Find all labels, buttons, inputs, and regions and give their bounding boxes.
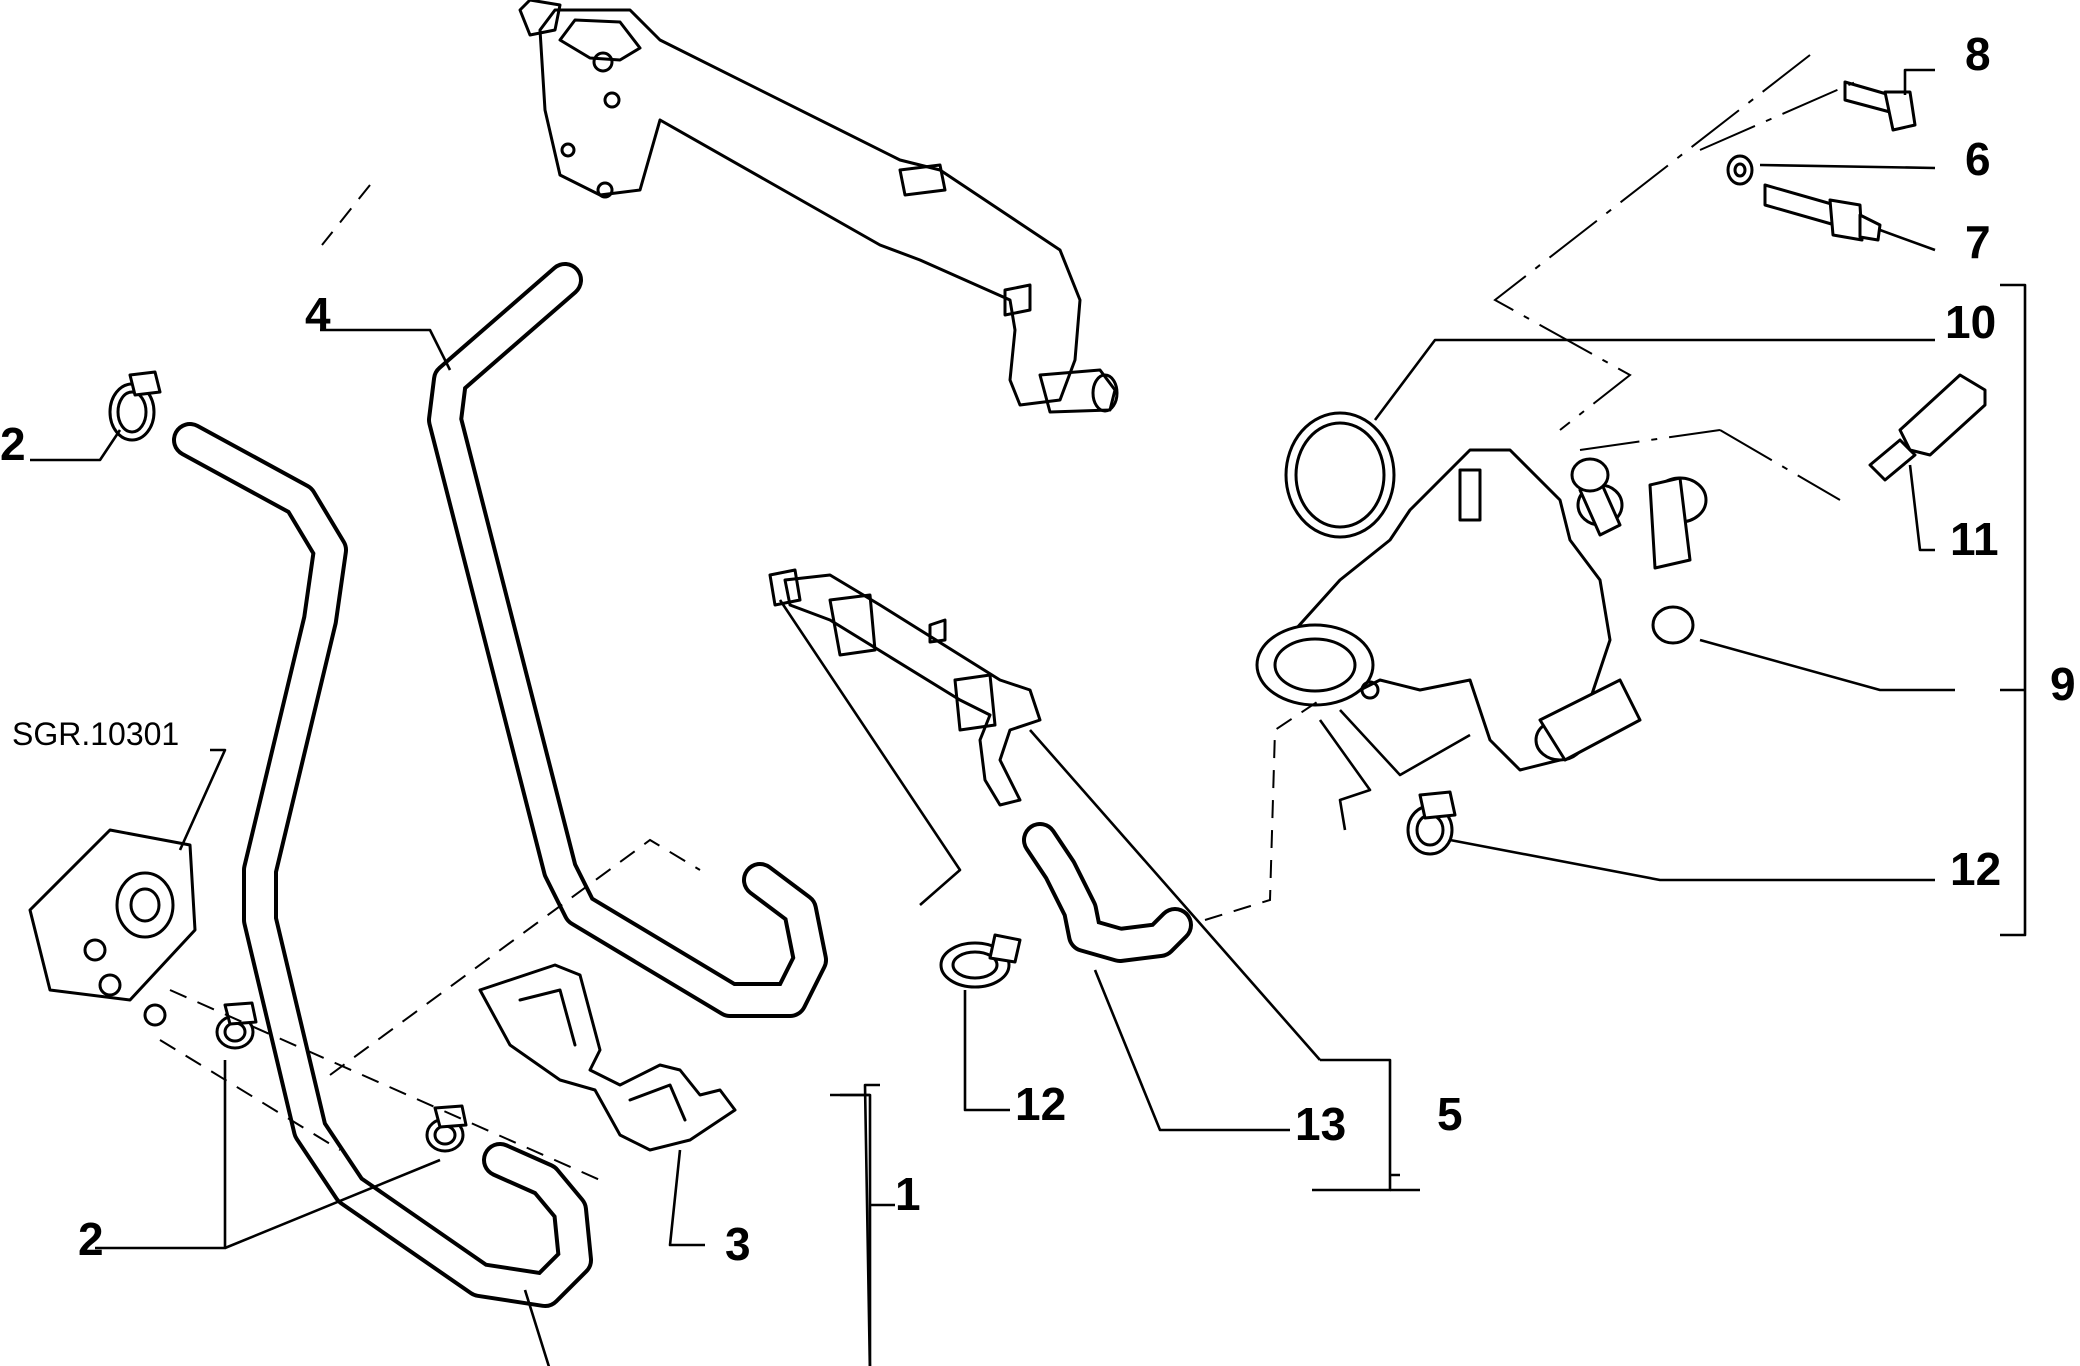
callout-1: 1: [895, 1168, 921, 1220]
callout-12-mid: 12: [1015, 1078, 1066, 1130]
stud-7: [1763, 183, 1882, 242]
screw-8: [1843, 80, 1917, 132]
callout-4: 4: [305, 288, 331, 340]
washer-6: [1726, 154, 1754, 186]
hose-clamp-12-mid: [939, 933, 1022, 989]
callout-12-right: 12: [1950, 843, 2001, 895]
hose-clamp-12-right: [1406, 790, 1457, 856]
oil-cooler: [28, 828, 197, 1027]
callout-2-top: 2: [0, 418, 26, 470]
hose-4: [427, 262, 828, 1018]
callout-5: 5: [1437, 1088, 1463, 1140]
metal-pipe-middle: [768, 568, 1042, 807]
callout-8: 8: [1965, 28, 1991, 80]
coolant-pipe-top: [518, 0, 1119, 414]
callout-10: 10: [1945, 296, 1996, 348]
hose-clamp-2-lower-b: [425, 1104, 468, 1153]
o-ring-10: [1284, 411, 1396, 539]
sensor-11: [1868, 373, 1987, 482]
hose-bracket-3: [478, 963, 737, 1152]
callout-labels: 2 4 SGR.10301 2 3 1 12 13 5 12 9 11 10 7…: [0, 28, 2076, 1270]
thermostat-housing: [1255, 448, 1708, 772]
callout-9: 9: [2050, 658, 2076, 710]
callout-11: 11: [1950, 513, 1999, 565]
callout-13: 13: [1295, 1098, 1346, 1150]
callout-7: 7: [1965, 216, 1991, 268]
hose-clamp-2-top: [108, 370, 162, 442]
reference-sgr-10301: SGR.10301: [12, 716, 179, 752]
hose-clamp-2-lower-a: [215, 1001, 258, 1050]
callout-6: 6: [1965, 133, 1991, 185]
hose-13: [1022, 822, 1193, 963]
assembly-guide-lines: [159, 54, 1861, 1181]
leader-lines: [30, 68, 2027, 1366]
hose-left: [172, 422, 593, 1308]
callout-2-bottom: 2: [78, 1213, 104, 1265]
callout-3: 3: [725, 1218, 751, 1270]
